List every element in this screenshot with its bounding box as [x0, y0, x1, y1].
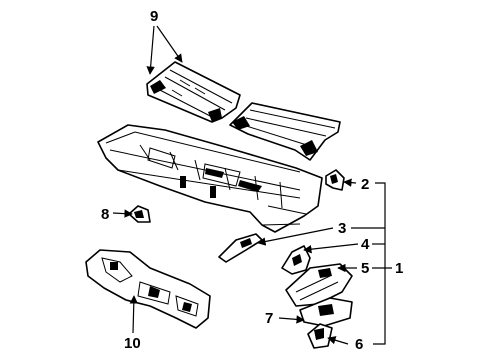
- callout-9: 9: [150, 8, 158, 25]
- callout-5: 5: [361, 260, 369, 277]
- cowl-vent-panel-left: [146, 61, 241, 123]
- cowl-side-bracket: [325, 169, 345, 191]
- callout-1: 1: [395, 260, 403, 277]
- callout-2: 2: [361, 176, 369, 193]
- cowl-side-panel-lower: [285, 263, 353, 327]
- retainer-clip: [128, 205, 151, 223]
- callout-4: 4: [361, 236, 370, 253]
- callout-6: 6: [355, 336, 363, 353]
- cowl-cover-plate: [307, 323, 333, 349]
- cowl-reinforcement: [281, 245, 311, 275]
- leader-lines: [112, 25, 392, 345]
- cowl-vent-panel-right: [229, 102, 341, 161]
- cowl-brace: [218, 233, 263, 263]
- callout-8: 8: [101, 206, 109, 223]
- dash-insulator: [85, 249, 211, 329]
- callout-7: 7: [265, 310, 273, 327]
- callout-10: 10: [124, 335, 141, 352]
- dash-cowl-panel: [97, 124, 323, 233]
- callout-3: 3: [338, 220, 346, 237]
